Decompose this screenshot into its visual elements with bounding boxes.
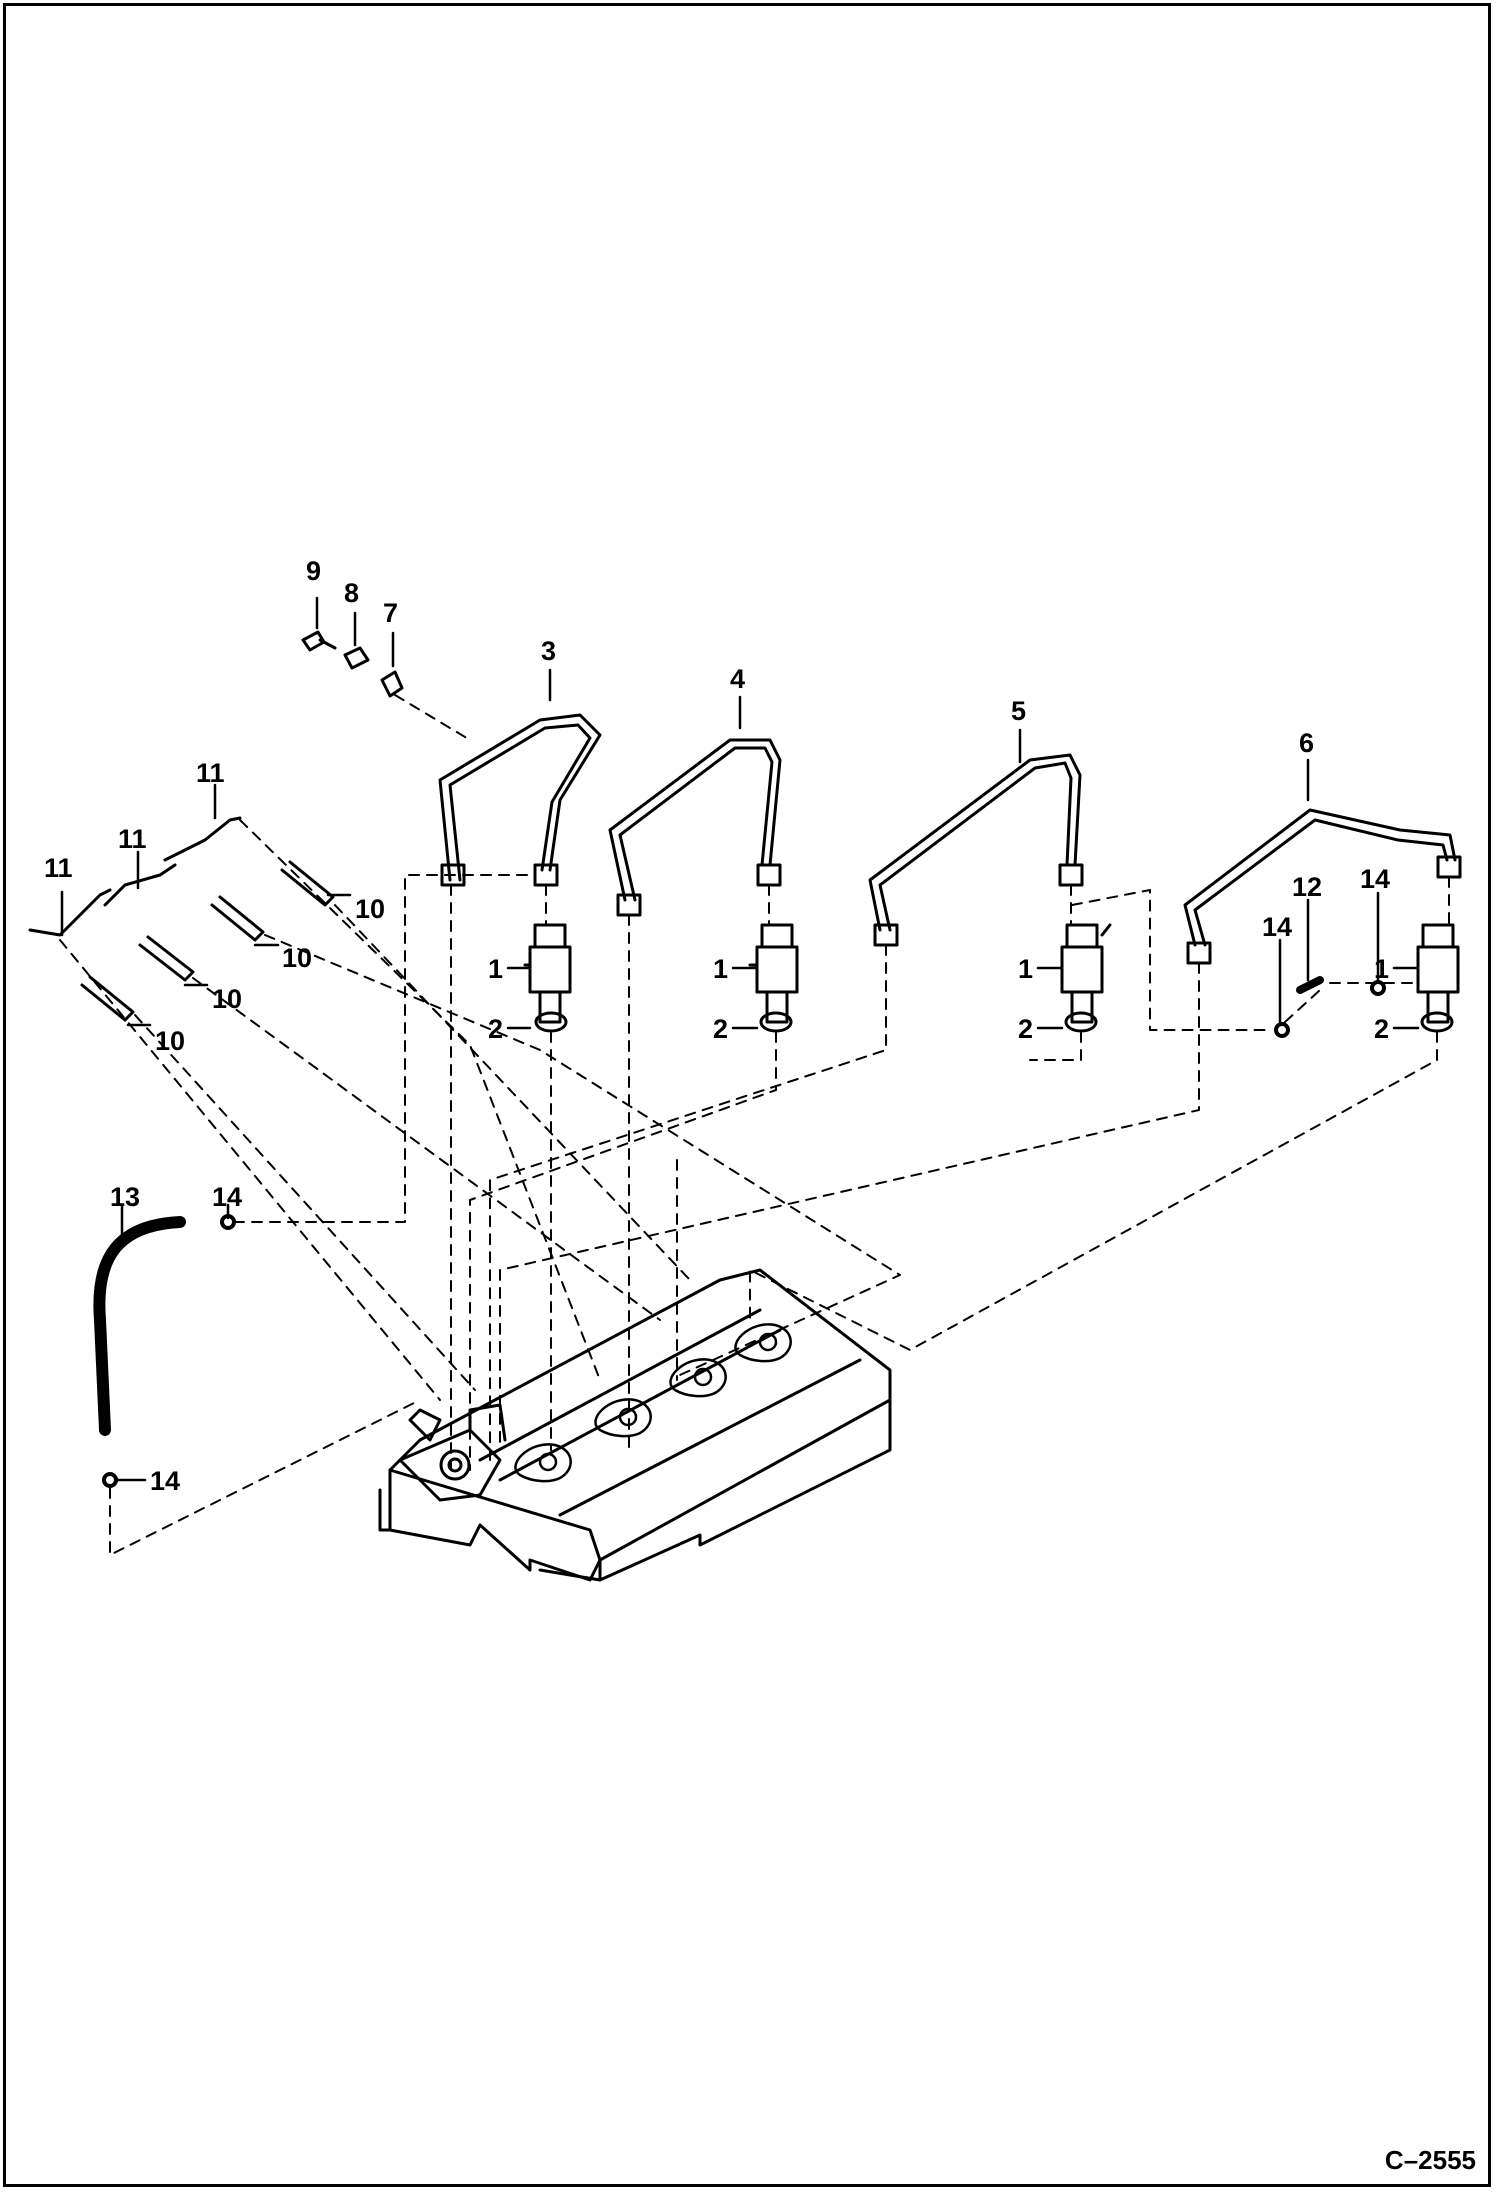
callout-14: 14 <box>1360 864 1390 894</box>
callout-4: 4 <box>730 664 745 694</box>
callout-3: 3 <box>541 636 556 666</box>
injector-3 <box>1060 923 1112 1024</box>
callout-14: 14 <box>212 1182 242 1212</box>
cylinder-head <box>378 1268 892 1582</box>
glow-plugs <box>80 860 335 1022</box>
clamp-bracket-8 <box>343 646 370 670</box>
callout-1: 1 <box>713 954 728 984</box>
figure-number: C–2555 <box>1384 2145 1476 2175</box>
callout-7: 7 <box>383 598 398 628</box>
return-parts <box>93 976 1386 1488</box>
callout-14: 14 <box>150 1466 180 1496</box>
callout-1: 1 <box>1374 954 1389 984</box>
callout-10: 10 <box>355 894 385 924</box>
callout-9: 9 <box>306 556 321 586</box>
injector-1 <box>523 923 572 1024</box>
return-hose-13 <box>93 1216 186 1436</box>
injector-4 <box>1416 923 1460 1024</box>
callout-2: 2 <box>488 1014 503 1044</box>
callout-10: 10 <box>212 984 242 1014</box>
washer-14 <box>102 1472 118 1488</box>
callout-11: 11 <box>118 824 147 854</box>
drawing-frame <box>3 3 1491 2187</box>
callout-11: 11 <box>196 758 225 788</box>
callout-11: 11 <box>44 853 73 883</box>
bolt-9 <box>301 630 337 652</box>
callout-1: 1 <box>1018 954 1033 984</box>
leader-lines <box>60 596 1420 1482</box>
callout-1: 1 <box>488 954 503 984</box>
callout-5: 5 <box>1011 696 1026 726</box>
callout-6: 6 <box>1299 728 1314 758</box>
assembly-lines <box>59 694 1450 1556</box>
callout-2: 2 <box>713 1014 728 1044</box>
callout-13: 13 <box>110 1182 140 1212</box>
washer-14 <box>1370 980 1386 996</box>
return-fitting-12 <box>1296 976 1324 994</box>
callout-14: 14 <box>1262 912 1292 942</box>
clamp-parts <box>301 630 404 698</box>
clamp-7 <box>380 670 404 698</box>
callout-2: 2 <box>1018 1014 1033 1044</box>
callouts: 9 8 7 3 4 5 6 11 11 11 12 14 14 10 10 10… <box>44 556 1390 1496</box>
glow-plug-connectors <box>28 816 242 937</box>
callout-2: 2 <box>1374 1014 1389 1044</box>
callout-12: 12 <box>1292 872 1322 902</box>
callout-10: 10 <box>155 1026 185 1056</box>
callout-8: 8 <box>344 578 359 608</box>
washer-14 <box>1274 1022 1290 1038</box>
callout-10: 10 <box>282 943 312 973</box>
injector-2 <box>748 923 799 1024</box>
